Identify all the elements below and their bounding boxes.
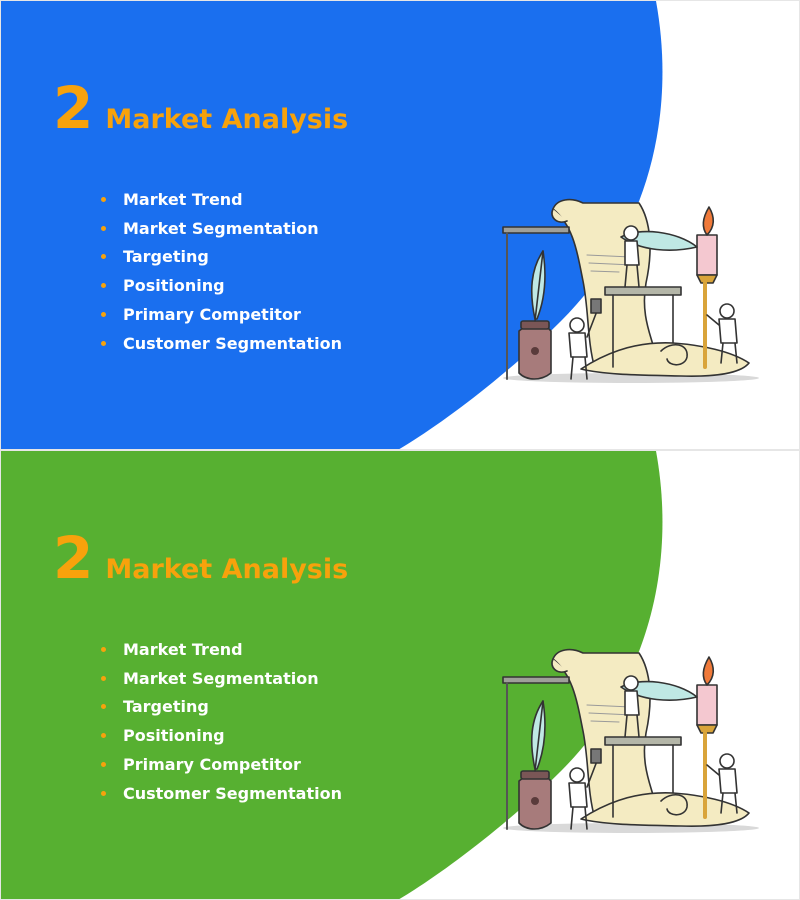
list-item: Market Segmentation — [101, 214, 342, 243]
list-item: Market Trend — [101, 185, 342, 214]
list-item: Targeting — [101, 243, 342, 272]
bullet-icon — [101, 225, 106, 231]
bullet-icon — [101, 340, 106, 346]
list-item-label: Customer Segmentation — [123, 333, 342, 353]
list-item-label: Primary Competitor — [123, 755, 301, 775]
list-item-label: Market Segmentation — [123, 218, 319, 238]
list-item-label: Targeting — [123, 697, 209, 717]
bullet-icon — [101, 283, 106, 289]
list-item: Customer Segmentation — [101, 329, 342, 358]
blue-curved-background — [1, 1, 663, 449]
scroll-writing-illustration — [502, 198, 759, 383]
list-item-label: Customer Segmentation — [123, 783, 342, 803]
list-item: Customer Segmentation — [101, 779, 342, 808]
list-item: Positioning — [101, 721, 342, 750]
slide-green: 2 Market Analysis Market Trend Market Se… — [0, 450, 800, 900]
list-item: Primary Competitor — [101, 300, 342, 329]
scroll-writing-illustration — [502, 648, 759, 833]
bullet-icon — [101, 312, 106, 318]
bullet-icon — [101, 762, 106, 768]
green-curved-background — [1, 451, 663, 899]
section-title: Market Analysis — [105, 554, 349, 585]
bullet-icon — [101, 675, 106, 681]
list-item: Positioning — [101, 271, 342, 300]
list-item: Market Trend — [101, 635, 342, 664]
section-number: 2 — [53, 74, 94, 142]
list-item: Primary Competitor — [101, 750, 342, 779]
bullet-icon — [101, 733, 106, 739]
list-item-label: Positioning — [123, 276, 225, 296]
list-item-label: Market Segmentation — [123, 668, 319, 688]
list-item-label: Targeting — [123, 247, 209, 267]
section-heading: 2 Market Analysis — [53, 79, 348, 137]
list-item: Targeting — [101, 693, 342, 722]
list-item: Market Segmentation — [101, 664, 342, 693]
bullet-icon — [101, 704, 106, 710]
section-heading: 2 Market Analysis — [53, 529, 348, 587]
list-item-label: Primary Competitor — [123, 305, 301, 325]
bullet-icon — [101, 254, 106, 260]
section-number: 2 — [53, 524, 94, 592]
section-title: Market Analysis — [105, 104, 349, 135]
list-item-label: Market Trend — [123, 189, 243, 209]
bullet-icon — [101, 790, 106, 796]
topic-list: Market Trend Market Segmentation Targeti… — [101, 185, 342, 358]
list-item-label: Positioning — [123, 726, 225, 746]
list-item-label: Market Trend — [123, 639, 243, 659]
bullet-icon — [101, 196, 106, 202]
topic-list: Market Trend Market Segmentation Targeti… — [101, 635, 342, 808]
slide-blue: 2 Market Analysis Market Trend Market Se… — [0, 0, 800, 450]
bullet-icon — [101, 646, 106, 652]
